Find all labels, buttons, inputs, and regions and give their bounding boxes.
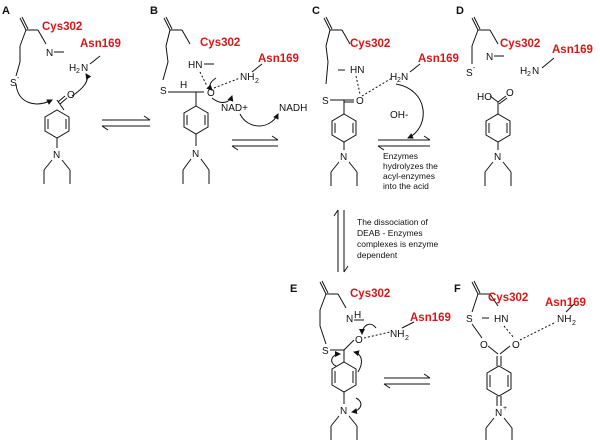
svg-text:2: 2 xyxy=(255,78,259,85)
panel-b: B Cys302 HN Asn169 NH 2 S H O N NAD+ xyxy=(150,5,307,184)
residue-asn169: Asn169 xyxy=(545,297,586,309)
panel-label-f: F xyxy=(454,283,461,295)
panel-a: A N Cys302 S - Asn169 H 2 N O N xyxy=(2,5,121,184)
atom-o: O xyxy=(67,90,75,101)
equilibrium-arrow-cd xyxy=(377,135,431,151)
svg-text:H: H xyxy=(390,72,397,83)
panel-f: F Cys302 Asn169 HN NH 2 S O O N + xyxy=(454,280,586,440)
svg-text:+: + xyxy=(503,405,507,412)
svg-text:H: H xyxy=(180,80,187,91)
svg-text:S: S xyxy=(160,86,167,97)
svg-text:hydrolyzes the: hydrolyzes the xyxy=(383,161,438,171)
svg-text:NH: NH xyxy=(557,314,571,325)
residue-asn169: Asn169 xyxy=(80,38,121,50)
svg-text:N: N xyxy=(340,406,347,417)
panel-label-e: E xyxy=(290,283,297,295)
svg-text:HN: HN xyxy=(350,65,364,76)
nadh-label: NADH xyxy=(279,103,307,114)
svg-text:S: S xyxy=(322,346,329,357)
svg-text:N: N xyxy=(532,66,539,77)
residue-asn169: Asn169 xyxy=(258,53,299,65)
svg-text:DEAB - Enzymes: DEAB - Enzymes xyxy=(357,228,423,238)
svg-text:O: O xyxy=(506,88,514,99)
svg-text:dependent: dependent xyxy=(357,250,398,260)
svg-text:2: 2 xyxy=(527,71,531,78)
residue-cys302: Cys302 xyxy=(350,38,390,50)
svg-text:HO: HO xyxy=(477,92,492,103)
svg-text:2: 2 xyxy=(572,320,576,327)
hydrolysis-note: Enzymes hydrolyzes the acyl-enzymes into… xyxy=(383,151,438,191)
panel-label-a: A xyxy=(2,5,10,17)
svg-text:2: 2 xyxy=(76,68,80,75)
equilibrium-arrow-ef xyxy=(383,373,431,389)
svg-text:N: N xyxy=(340,152,347,163)
svg-text:N: N xyxy=(346,314,353,325)
svg-text:H: H xyxy=(69,63,76,74)
svg-text:N: N xyxy=(53,150,60,161)
svg-text:Enzymes: Enzymes xyxy=(383,151,418,161)
equilibrium-arrow-ce xyxy=(333,209,349,273)
svg-text:-: - xyxy=(473,65,476,72)
svg-text:2: 2 xyxy=(405,335,409,342)
svg-text:S: S xyxy=(322,96,329,107)
residue-cys302: Cys302 xyxy=(42,21,82,33)
svg-text:N: N xyxy=(81,63,88,74)
equilibrium-arrow-ab xyxy=(101,115,151,131)
panel-label-b: B xyxy=(150,5,158,17)
svg-text:The dissociation of: The dissociation of xyxy=(357,217,429,227)
svg-text:O: O xyxy=(356,96,364,107)
svg-text:O: O xyxy=(355,335,363,346)
svg-text:N: N xyxy=(192,149,199,160)
residue-cys302: Cys302 xyxy=(200,37,240,49)
svg-text:O: O xyxy=(512,340,520,351)
svg-text:N: N xyxy=(495,408,502,419)
svg-text:2: 2 xyxy=(397,77,401,84)
panel-label-d: D xyxy=(456,5,464,17)
residue-asn169: Asn169 xyxy=(410,312,451,324)
residue-cys302: Cys302 xyxy=(488,292,528,304)
panel-e: E Cys302 N H Asn169 NH 2 S O N xyxy=(290,280,451,440)
svg-text:H: H xyxy=(354,310,361,321)
svg-text:O: O xyxy=(207,88,215,99)
svg-text:HN: HN xyxy=(494,314,508,325)
atom-n: N xyxy=(46,48,53,59)
panel-d: D Cys302 N S - Asn169 H 2 N HO O N xyxy=(456,5,593,186)
panel-label-c: C xyxy=(312,5,320,17)
svg-text:complexes is enzyme: complexes is enzyme xyxy=(357,239,439,249)
svg-text:acyl-enzymes: acyl-enzymes xyxy=(383,171,435,181)
equilibrium-arrow-bc xyxy=(231,135,279,151)
hydroxide-label: OH- xyxy=(390,110,408,121)
svg-text:O: O xyxy=(480,340,488,351)
svg-text:S: S xyxy=(466,314,473,325)
svg-text:NH: NH xyxy=(240,72,254,83)
residue-asn169: Asn169 xyxy=(552,44,593,56)
svg-text:N: N xyxy=(401,72,408,83)
svg-text:N: N xyxy=(494,152,501,163)
svg-text:HN: HN xyxy=(188,60,202,71)
svg-text:into the acid: into the acid xyxy=(383,181,429,191)
residue-cys302: Cys302 xyxy=(350,288,390,300)
atom-s-minus: S xyxy=(466,68,473,79)
svg-text:-: - xyxy=(17,75,20,82)
residue-cys302: Cys302 xyxy=(500,38,540,50)
dissociation-note: The dissociation of DEAB - Enzymes compl… xyxy=(357,217,439,260)
atom-s-minus: S xyxy=(10,78,17,89)
panel-c: C Cys302 HN Asn169 H 2 N S O N OH- xyxy=(312,5,459,186)
svg-text:NH: NH xyxy=(390,329,404,340)
svg-text:H: H xyxy=(520,66,527,77)
nad-plus-label: NAD+ xyxy=(221,103,248,114)
residue-asn169: Asn169 xyxy=(418,53,459,65)
svg-text:N: N xyxy=(486,52,493,63)
